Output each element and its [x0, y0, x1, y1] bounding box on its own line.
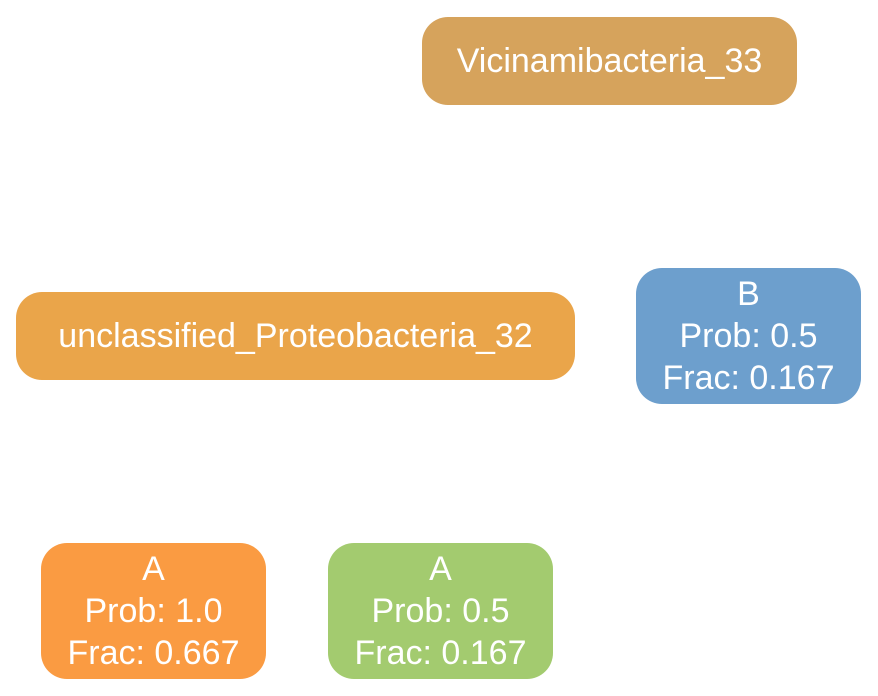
node-label: A: [429, 550, 452, 588]
node-label: B: [737, 275, 760, 313]
node-label: unclassified_Proteobacteria_32: [58, 317, 533, 355]
node-label: A: [142, 550, 165, 588]
node-frac: Frac: 0.167: [662, 359, 835, 397]
node-vicinamibacteria-33: Vicinamibacteria_33: [422, 17, 797, 105]
node-leaf-b: B Prob: 0.5 Frac: 0.167: [636, 268, 861, 404]
node-prob: Prob: 0.5: [371, 592, 510, 630]
node-frac: Frac: 0.167: [354, 634, 527, 672]
node-unclassified-proteobacteria-32: unclassified_Proteobacteria_32: [16, 292, 575, 380]
node-frac: Frac: 0.667: [67, 634, 240, 672]
node-label: Vicinamibacteria_33: [456, 42, 763, 80]
node-leaf-a-1: A Prob: 1.0 Frac: 0.667: [41, 543, 266, 679]
node-leaf-a-2: A Prob: 0.5 Frac: 0.167: [328, 543, 553, 679]
node-prob: Prob: 1.0: [84, 592, 223, 630]
node-prob: Prob: 0.5: [679, 317, 818, 355]
